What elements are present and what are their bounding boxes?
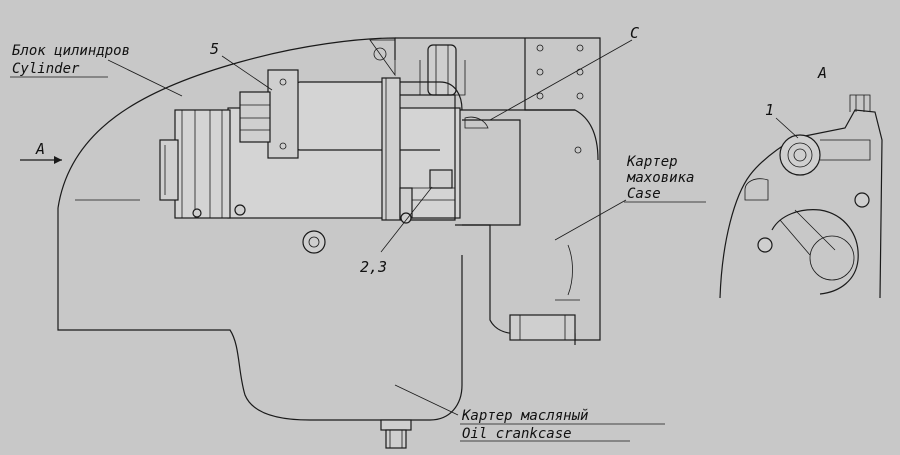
view-a-detail (719, 94, 883, 299)
label-case-ru-1: Картер (626, 154, 678, 170)
label-oil-ru: Картер масляный (461, 408, 588, 424)
label-cylinder-en: Cylinder (12, 61, 80, 77)
callout-c: C (630, 24, 639, 42)
block-bolt (302, 230, 326, 254)
label-case-ru-2: маховика (626, 170, 694, 186)
cylinder-block-outline (57, 37, 463, 421)
callout-2-3: 2,3 (360, 258, 387, 276)
label-case-en: Case (627, 186, 661, 202)
label-oil-en: Oil crankcase (462, 426, 572, 442)
callout-view-a-title: A (817, 64, 827, 82)
callout-view-arrow-a: A (35, 140, 45, 158)
leader-lines (10, 39, 799, 442)
callout-1: 1 (765, 101, 774, 119)
oil-drain-plug (380, 419, 412, 449)
label-cylinder-ru: Блок цилиндров (12, 43, 130, 59)
starter-motor (159, 69, 521, 226)
callout-5: 5 (210, 40, 219, 58)
flywheel-housing (369, 37, 601, 345)
